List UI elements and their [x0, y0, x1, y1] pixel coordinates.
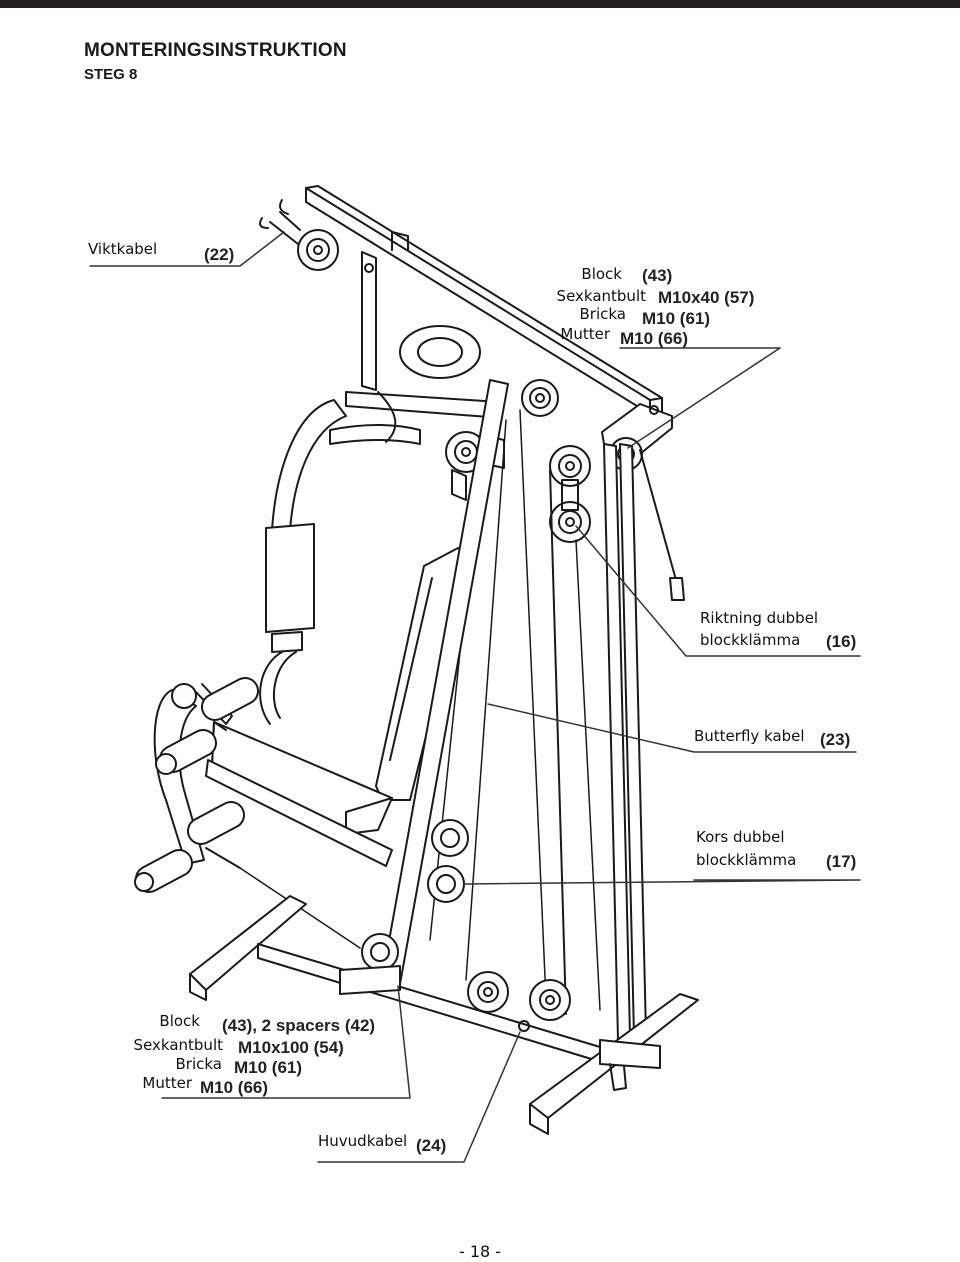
label-hexbolt-bottom: Sexkantbult — [133, 1036, 223, 1054]
backrest — [375, 547, 471, 801]
base-frame — [189, 895, 699, 1135]
label-weight-cable: Viktkabel — [88, 240, 158, 258]
code-weight-cable: (22) — [204, 245, 235, 264]
leg-extension — [134, 677, 361, 949]
label-cross-clamp-1: Kors dubbel — [696, 828, 785, 846]
curved-arm — [259, 399, 347, 725]
code-main-cable: (24) — [416, 1136, 447, 1155]
code-nut-top: M10 (66) — [620, 329, 689, 348]
bottom-pulleys — [467, 971, 571, 1032]
label-hexbolt-top: Sexkantbult — [556, 287, 646, 305]
top-rule — [0, 0, 960, 8]
code-butterfly-cable: (23) — [820, 730, 851, 749]
lower-incline-pulleys — [361, 819, 469, 971]
label-main-cable: Huvudkabel — [318, 1132, 408, 1150]
code-hexbolt-bottom: M10x100 (54) — [238, 1038, 344, 1057]
code-nut-bottom: M10 (66) — [200, 1078, 269, 1097]
code-hexbolt-top: M10x40 (57) — [658, 288, 755, 307]
label-washer-top: Bricka — [579, 305, 627, 323]
label-direction-clamp-2: blockklämma — [700, 631, 801, 649]
dangling-cable — [639, 449, 685, 601]
step-label: STEG 8 — [84, 66, 138, 83]
label-cross-clamp-2: blockklämma — [696, 851, 797, 869]
code-cross-clamp: (17) — [826, 852, 857, 871]
label-block-top: Block — [581, 265, 622, 283]
seat — [205, 721, 393, 867]
code-block-bottom: (43), 2 spacers (42) — [222, 1016, 376, 1035]
upper-post — [361, 231, 409, 391]
label-nut-bottom: Mutter — [142, 1074, 192, 1092]
beam-pulley — [521, 379, 559, 417]
label-nut-top: Mutter — [560, 325, 610, 343]
label-block-bottom: Block — [159, 1012, 200, 1030]
code-washer-bottom: M10 (61) — [234, 1058, 303, 1077]
code-block-top: (43) — [642, 266, 673, 285]
page-title: MONTERINGSINSTRUKTION — [84, 40, 347, 61]
label-direction-clamp-1: Riktning dubbel — [700, 609, 819, 627]
upper-left-pulley — [259, 199, 339, 271]
label-washer-bottom: Bricka — [175, 1055, 223, 1073]
code-direction-clamp: (16) — [826, 632, 857, 651]
page-number: - 18 - — [458, 1242, 502, 1261]
code-washer-top: M10 (61) — [642, 309, 711, 328]
press-arm-top — [329, 325, 503, 445]
label-butterfly-cable: Butterfly kabel — [694, 727, 805, 745]
leader-lines — [89, 231, 861, 1163]
right-double-pulley — [549, 445, 591, 543]
